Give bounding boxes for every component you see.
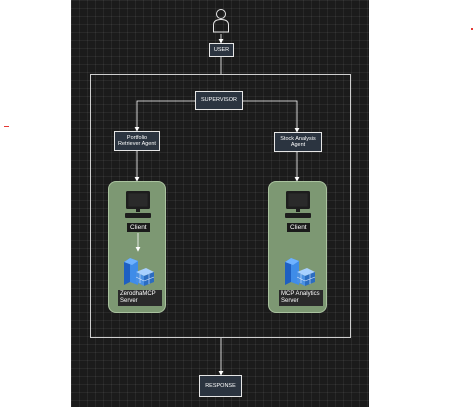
response-node: RESPONSE (199, 375, 242, 397)
right-server-label: MCP Analytics Server (279, 290, 323, 306)
computer-icon (285, 191, 311, 218)
portfolio-agent-label: Portfolio Retriever Agent (118, 134, 156, 148)
supervisor-label: SUPERVISOR (201, 97, 237, 104)
user-node: USER (209, 43, 234, 57)
right-red-mark (471, 28, 473, 30)
supervisor-node: SUPERVISOR (195, 91, 243, 110)
portfolio-agent-node: Portfolio Retriever Agent (114, 131, 160, 151)
left-server-label: ZerodhaMCP Server (118, 290, 162, 306)
user-label: USER (213, 46, 230, 53)
system-boundary (90, 74, 351, 338)
supervisor-to-stock (239, 98, 300, 133)
left-client-label: Client (127, 223, 150, 232)
computer-icon (125, 191, 151, 218)
server-icon (124, 258, 155, 286)
server-icon (285, 258, 316, 286)
left-red-mark (4, 126, 9, 127)
response-label: RESPONSE (205, 382, 236, 389)
right-client-label: Client (287, 223, 310, 232)
stock-agent-label: Stock Analysis Agent (280, 135, 316, 149)
supervisor-to-portfolio (134, 98, 199, 132)
stock-agent-node: Stock Analysis Agent (274, 132, 322, 152)
user-icon (213, 9, 229, 33)
